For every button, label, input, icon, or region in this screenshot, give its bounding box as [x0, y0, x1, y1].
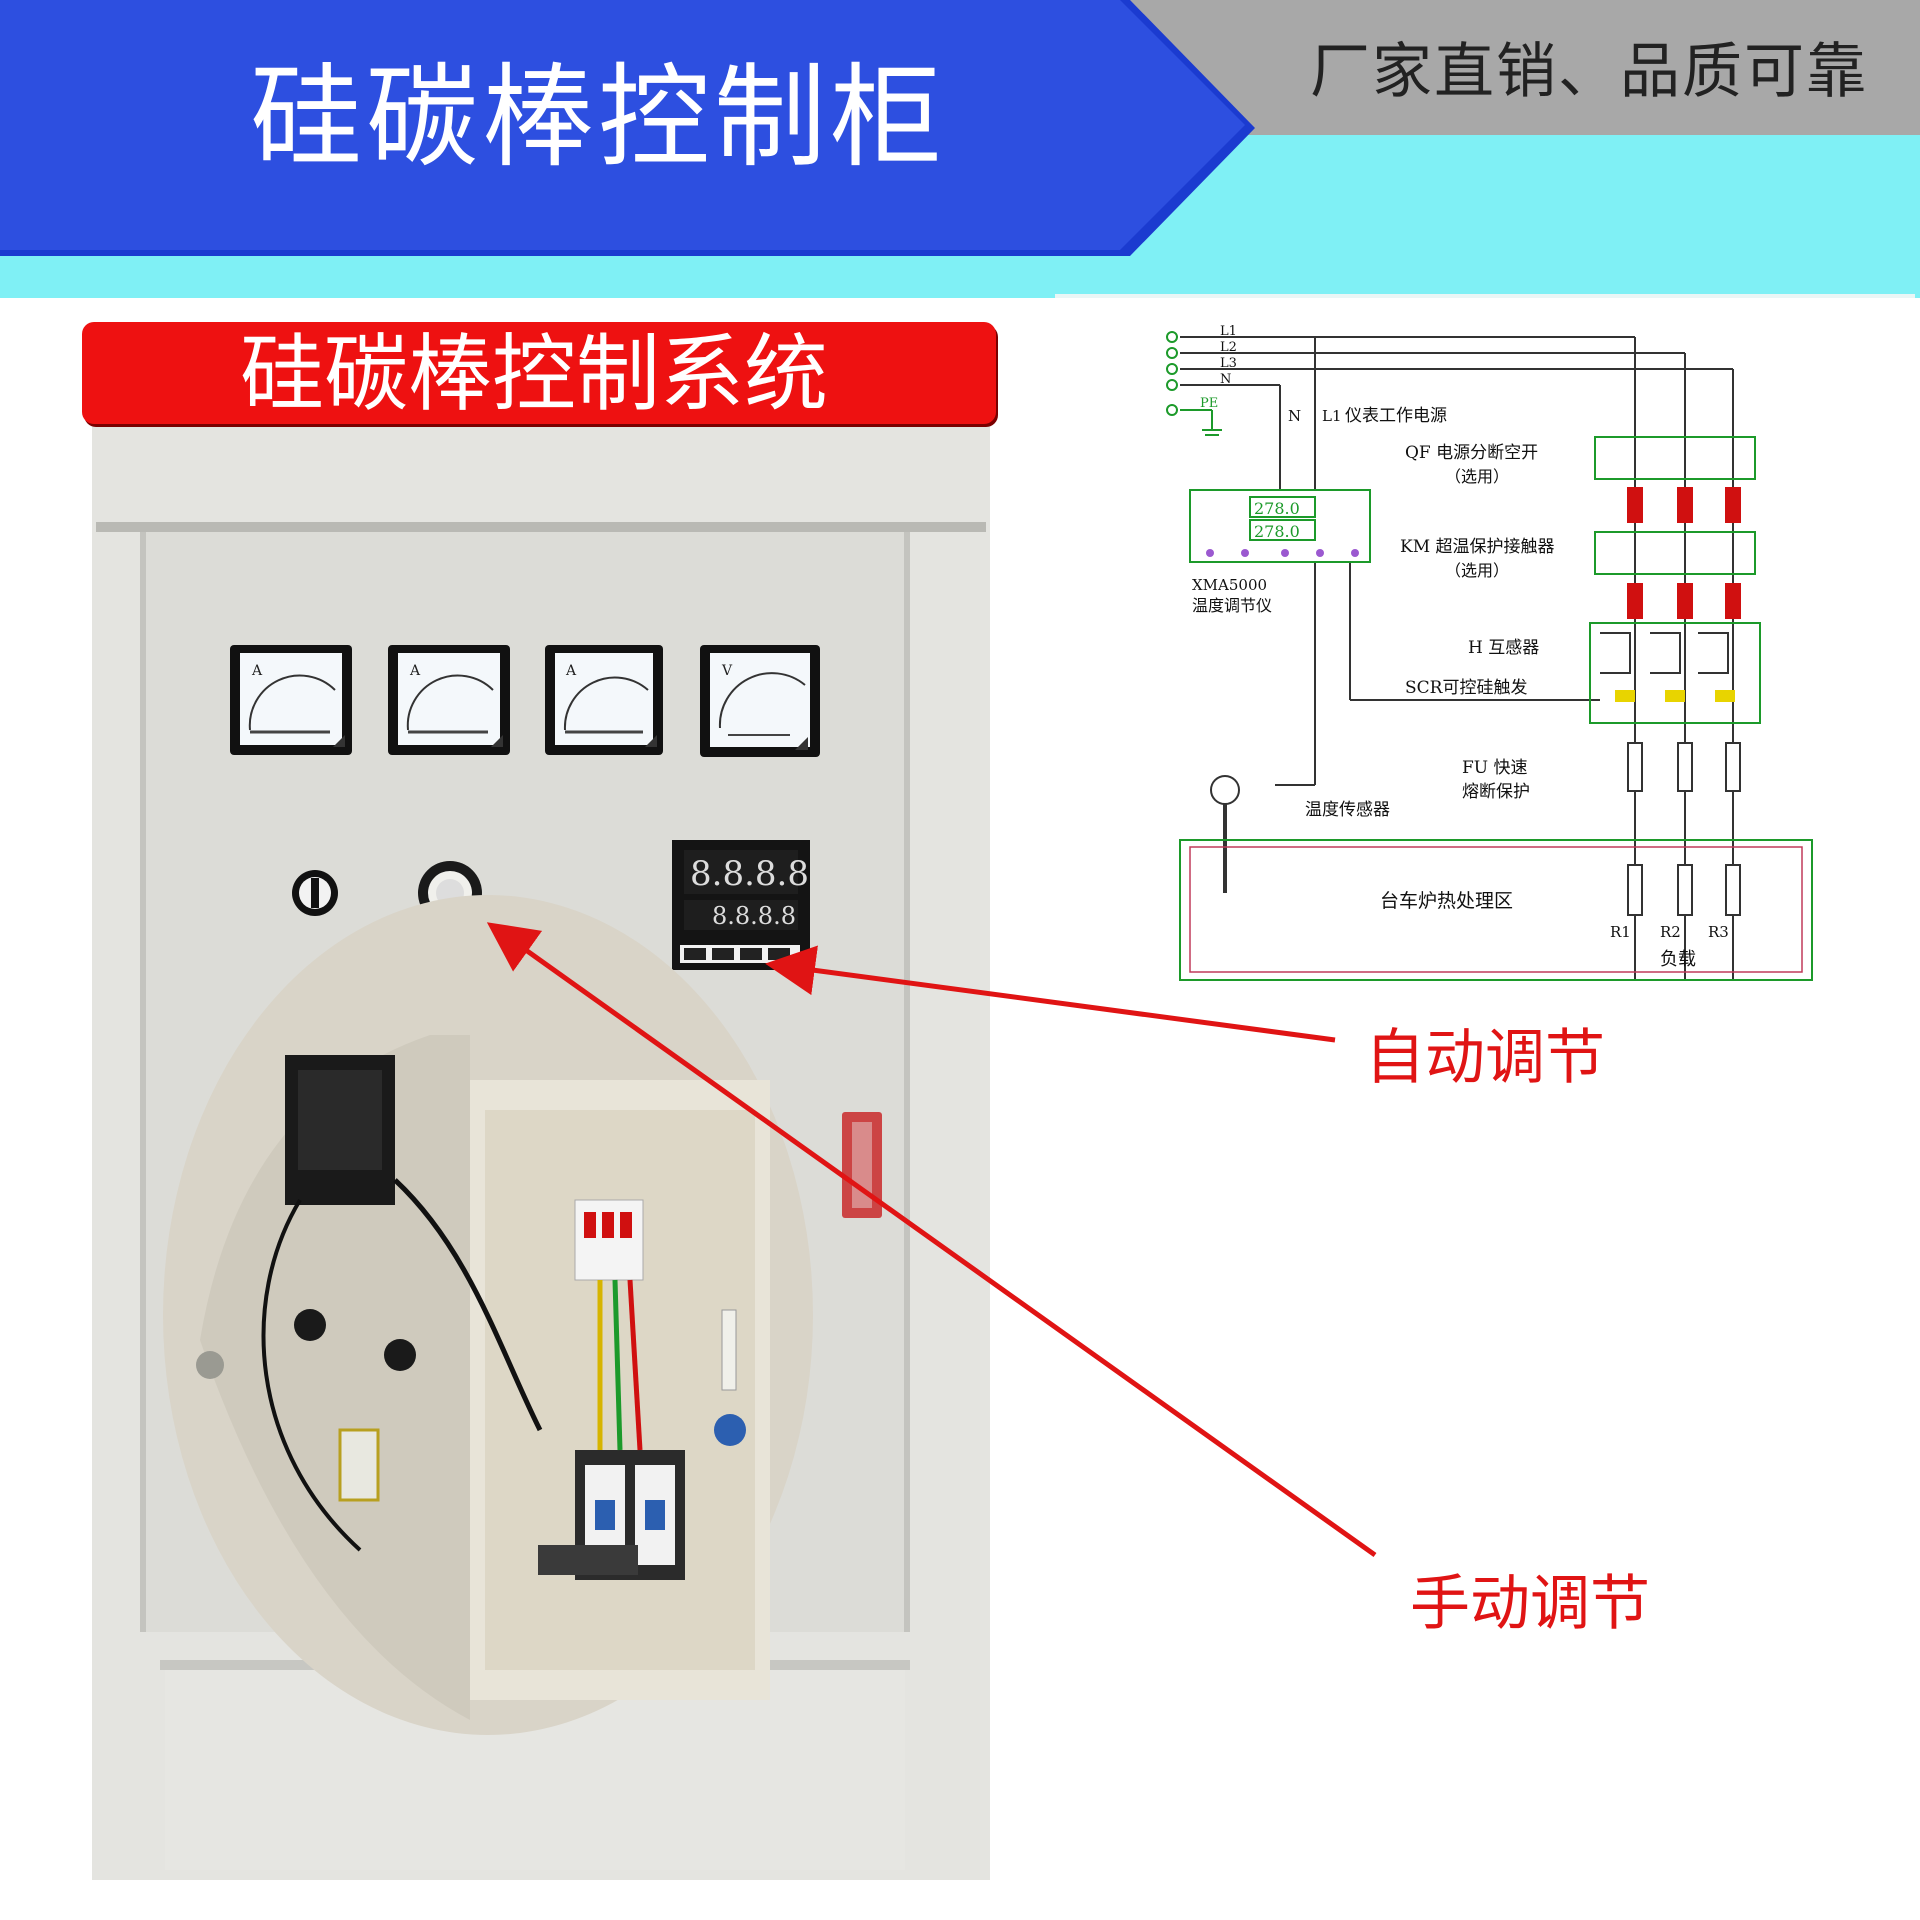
cabinet-illustration: A A A V: [92, 410, 990, 1880]
meter-1-label: A: [251, 663, 263, 679]
svg-text:QF 电源分断空开: QF 电源分断空开: [1405, 443, 1538, 463]
svg-text:N: N: [1220, 372, 1231, 387]
header-banner: [0, 0, 1920, 298]
temperature-sensor: [1210, 775, 1240, 893]
svg-text:FU 快速: FU 快速: [1462, 758, 1528, 778]
svg-text:（选用）: （选用）: [1445, 467, 1509, 486]
selector-switch: [292, 870, 338, 916]
meter-voltmeter: [700, 645, 820, 757]
svg-text:L1: L1: [1220, 324, 1237, 339]
svg-text:L3: L3: [1220, 356, 1237, 371]
controller-display-bottom: 8.8.8.8: [712, 902, 796, 930]
callout-manual-label: 手动调节: [1410, 1569, 1650, 1639]
svg-text:H 互感器: H 互感器: [1468, 638, 1539, 658]
svg-text:SCR可控硅触发: SCR可控硅触发: [1405, 678, 1527, 698]
banner-blue-arrow: [0, 0, 1245, 250]
svg-text:L1: L1: [1322, 407, 1342, 425]
svg-text:台车炉热处理区: 台车炉热处理区: [1380, 890, 1513, 912]
meter-ammeter-1: [230, 645, 352, 755]
svg-text:PE: PE: [1200, 396, 1218, 411]
arrow-auto: [765, 945, 1336, 1043]
meter-2-label: A: [409, 663, 421, 679]
svg-text:R1: R1: [1610, 923, 1631, 941]
svg-text:278.0: 278.0: [1254, 499, 1300, 518]
svg-text:R3: R3: [1708, 923, 1729, 941]
system-label-bar: [82, 322, 996, 424]
transformer-scr-box: [1589, 622, 1761, 724]
callout-auto-label: 自动调节: [1365, 1023, 1605, 1093]
svg-text:负载: 负载: [1660, 949, 1696, 970]
svg-text:（选用）: （选用）: [1445, 561, 1509, 580]
system-label: 硅碳棒控制系统: [240, 325, 829, 423]
svg-text:温度调节仪: 温度调节仪: [1192, 596, 1272, 615]
svg-text:熔断保护: 熔断保护: [1462, 782, 1530, 802]
cabinet-top-seam: [96, 522, 986, 532]
cabinet-interior-inset: [163, 895, 813, 1735]
svg-text:仪表工作电源: 仪表工作电源: [1345, 406, 1447, 426]
svg-text:L2: L2: [1220, 340, 1237, 355]
arrow-manual: [486, 922, 1377, 1558]
svg-text:温度传感器: 温度传感器: [1305, 800, 1390, 820]
wiring-diagram: L1 L2 L3 N PE N L1 仪表工作电源 QF 电源分断空开 （选用）…: [1166, 324, 1813, 981]
svg-text:KM 超温保护接触器: KM 超温保护接触器: [1400, 537, 1555, 557]
ground-symbol: [1166, 331, 1222, 436]
banner-divider: [1055, 294, 1915, 298]
qf-breaker-box: [1594, 436, 1756, 480]
page-title: 硅碳棒控制柜: [250, 53, 946, 183]
banner-gray-band: [1130, 0, 1920, 135]
meter-ammeter-3: [545, 645, 663, 755]
heat-treatment-zone: [1179, 839, 1813, 981]
meter-ammeter-2: [388, 645, 510, 755]
svg-text:N: N: [1288, 407, 1301, 425]
svg-text:XMA5000: XMA5000: [1192, 576, 1267, 594]
slogan-text: 厂家直销、品质可靠: [1310, 37, 1868, 107]
svg-text:R2: R2: [1660, 923, 1681, 941]
controller-display-top: 8.8.8.8: [690, 854, 809, 894]
meter-3-label: A: [565, 663, 577, 679]
svg-text:278.0: 278.0: [1254, 522, 1300, 541]
km-contactor-box: [1594, 531, 1756, 575]
meter-4-label: V: [721, 663, 733, 679]
